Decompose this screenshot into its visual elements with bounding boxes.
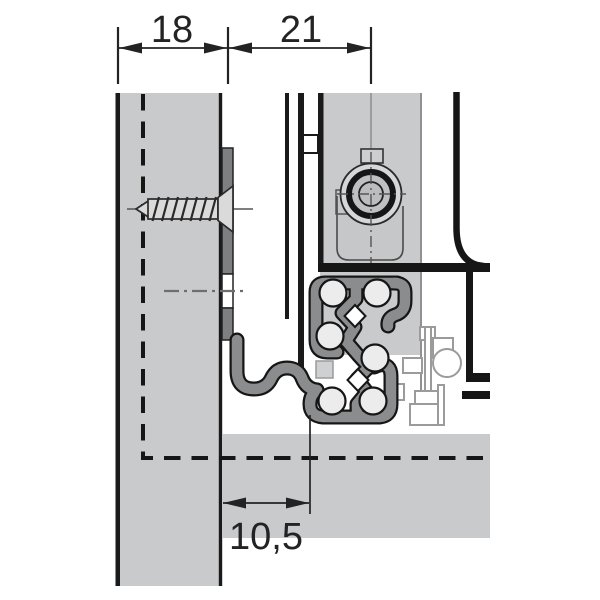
dim-arrow [229, 42, 252, 54]
profile-hook-tab [302, 134, 319, 154]
clearance-dashed-outline [141, 94, 490, 460]
bottom-dimension: 10,5 [223, 415, 311, 558]
carriage-block [315, 360, 334, 379]
bottom-panel-body [222, 434, 490, 538]
ball-bearing [318, 278, 348, 308]
mounting-screw [127, 184, 253, 234]
dim-arrow [204, 42, 227, 54]
right-profile-vertical [466, 271, 473, 375]
screw-countersunk-head [217, 184, 234, 234]
panel-left-edge [115, 93, 120, 586]
ball-bearing [317, 386, 347, 416]
cage-opening-lower [346, 367, 370, 393]
lever-part [409, 403, 439, 426]
dimension-label-18: 18 [151, 9, 193, 51]
dimension-label-10-5: 10,5 [229, 516, 303, 558]
dim-arrow [119, 42, 142, 54]
dim-arrow [223, 497, 246, 509]
screw-threads [151, 196, 218, 222]
ball-bearing [315, 321, 345, 351]
drawer-bottom-panel [222, 434, 490, 538]
bearing-carriage [229, 275, 413, 425]
right-profile-foot [466, 373, 490, 382]
cabinet-side-panel [115, 93, 223, 586]
panel-body [118, 93, 222, 586]
right-profile-lip [462, 391, 490, 399]
cabinet-rail-wrap [304, 359, 397, 423]
ball-bearings [315, 278, 392, 416]
profile-hook-line-outer [285, 93, 289, 319]
dim-arrow [347, 42, 370, 54]
flange-horizontal-bar [318, 263, 490, 272]
slab-left-edge [318, 93, 324, 265]
ball-bearing [358, 386, 388, 416]
wheel-top-tab [360, 148, 384, 164]
panel-right-edge [218, 93, 223, 586]
profile-hook-line-inner [298, 93, 304, 371]
lever-part [402, 357, 423, 374]
ball-bearing [360, 343, 390, 373]
height-adjustment-wheel [335, 148, 406, 266]
lever-pivot [432, 348, 462, 378]
lever-part [437, 384, 445, 426]
flange-right-curve [453, 92, 490, 271]
dashed-corner-line [141, 94, 490, 460]
dimension-label-21: 21 [280, 9, 322, 51]
bracket-lower [221, 307, 234, 341]
drawer-rail-tube [310, 277, 403, 358]
lever-part [414, 390, 439, 405]
drawer-rail-right-hook [382, 277, 411, 332]
top-dimensions: 18 21 [116, 9, 373, 84]
ball-bearing [362, 278, 392, 308]
dim-arrow [286, 497, 309, 509]
cage-opening-upper [343, 303, 367, 329]
runner-flange [318, 92, 490, 399]
cabinet-rail-tube [231, 334, 323, 396]
